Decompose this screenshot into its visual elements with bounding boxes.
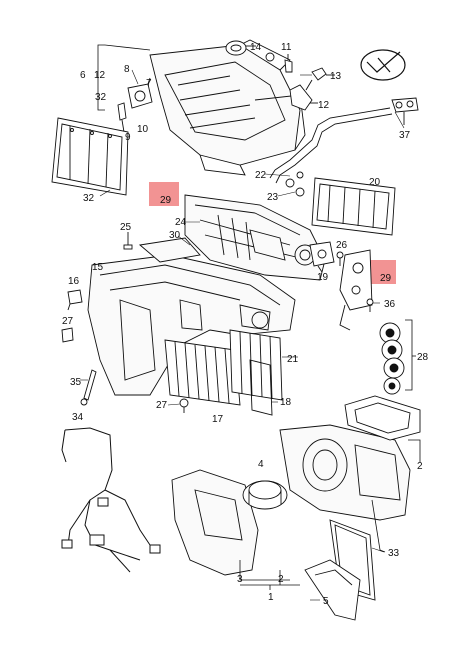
callout-33[interactable]: 33	[388, 548, 400, 559]
part-28-gears	[379, 322, 405, 395]
callout-19[interactable]: 19	[317, 272, 329, 283]
part-29-actuator-right	[339, 249, 373, 331]
callout-22[interactable]: 22	[255, 170, 267, 181]
callout-7[interactable]: 7	[146, 78, 152, 89]
callout-18[interactable]: 18	[280, 397, 292, 408]
callout-20[interactable]: 20	[369, 177, 381, 188]
callout-2-bottom[interactable]: 2	[278, 574, 284, 585]
part-27-screw	[179, 398, 189, 413]
callout-27-left[interactable]: 27	[62, 316, 74, 327]
part-2-seal-frame	[344, 395, 421, 441]
callout-6[interactable]: 6	[80, 70, 86, 81]
callout-16[interactable]: 16	[68, 276, 80, 287]
callout-27-center[interactable]: 27	[156, 400, 168, 411]
bracket-1-2-3	[239, 439, 421, 590]
part-11-clip	[265, 52, 293, 73]
part-20-pollen-filter	[311, 177, 396, 236]
checkmark-circle-logo-icon	[360, 49, 406, 81]
part-32-filter-frame	[51, 117, 129, 196]
part-19-servo-motor	[309, 241, 335, 273]
callout-28[interactable]: 28	[417, 352, 429, 363]
callout-24[interactable]: 24	[175, 217, 187, 228]
parts-7-10-actuator-assy	[117, 77, 153, 133]
callout-14[interactable]: 14	[250, 42, 262, 53]
highlight-box-29-left[interactable]	[149, 182, 179, 206]
upper-housing-part	[149, 39, 306, 176]
part-3-housing-section	[171, 469, 259, 576]
callout-23[interactable]: 23	[267, 192, 279, 203]
callout-5[interactable]: 5	[323, 596, 329, 607]
part-18-seal	[249, 359, 273, 416]
callout-11[interactable]: 11	[281, 42, 292, 53]
part-27-sensor-left	[61, 327, 74, 343]
refrigerant-pipes	[269, 107, 393, 184]
part-14-grommet	[225, 40, 256, 56]
callout-26[interactable]: 26	[336, 240, 348, 251]
part-2-lower-case	[279, 424, 411, 521]
callout-17[interactable]: 17	[212, 414, 224, 425]
callout-8[interactable]: 8	[124, 64, 130, 75]
callout-3[interactable]: 3	[237, 574, 243, 585]
part-16-bracket	[67, 289, 83, 311]
part-37-pipe-seal	[391, 97, 419, 125]
part-26-screw	[336, 251, 344, 266]
callout-10[interactable]: 10	[137, 124, 149, 135]
part-12-cover	[289, 84, 318, 111]
callout-29-left[interactable]: 29	[160, 195, 172, 206]
callout-37[interactable]: 37	[399, 130, 411, 141]
callout-32-left[interactable]: 32	[83, 193, 95, 204]
callout-13[interactable]: 13	[330, 71, 342, 82]
part-21-evaporator	[229, 329, 283, 401]
callout-12-top[interactable]: 12	[94, 70, 106, 81]
callout-2-right[interactable]: 2	[417, 461, 423, 472]
part-17-heater-core	[164, 339, 241, 406]
part-13-actuator	[305, 67, 335, 91]
callout-34[interactable]: 34	[72, 412, 84, 423]
part-24-evaporator-housing	[184, 194, 326, 281]
part-4-blower-motor	[242, 480, 288, 510]
callout-4[interactable]: 4	[258, 459, 264, 470]
callout-15[interactable]: 15	[92, 262, 104, 273]
callout-21[interactable]: 21	[287, 354, 299, 365]
part-15-heater-housing	[87, 237, 296, 396]
part-5-bracket	[304, 559, 361, 621]
parts-22-23-grommets	[285, 171, 305, 197]
callout-30[interactable]: 30	[169, 230, 181, 241]
part-36-screw	[366, 298, 374, 312]
leader-lines	[80, 69, 405, 601]
bracket-6-12-32	[97, 44, 151, 111]
callout-29-right[interactable]: 29	[380, 273, 392, 284]
callout-36[interactable]: 36	[384, 299, 396, 310]
callout-25[interactable]: 25	[120, 222, 132, 233]
callout-32-top[interactable]: 32	[95, 92, 107, 103]
part-35-temperature-sensor	[80, 369, 97, 406]
highlight-box-29-right[interactable]	[368, 260, 396, 284]
bracket-28	[405, 319, 416, 391]
callout-35[interactable]: 35	[70, 377, 82, 388]
callout-1[interactable]: 1	[268, 592, 274, 603]
part-25-sensor	[123, 232, 133, 250]
part-34-wiring-harness	[61, 427, 161, 573]
callout-12-right[interactable]: 12	[318, 100, 330, 111]
callout-labels: 14 11 13 6 12 8 7 9 10 32 12 37 22 20 23…	[62, 42, 429, 607]
callout-9[interactable]: 9	[125, 132, 131, 143]
